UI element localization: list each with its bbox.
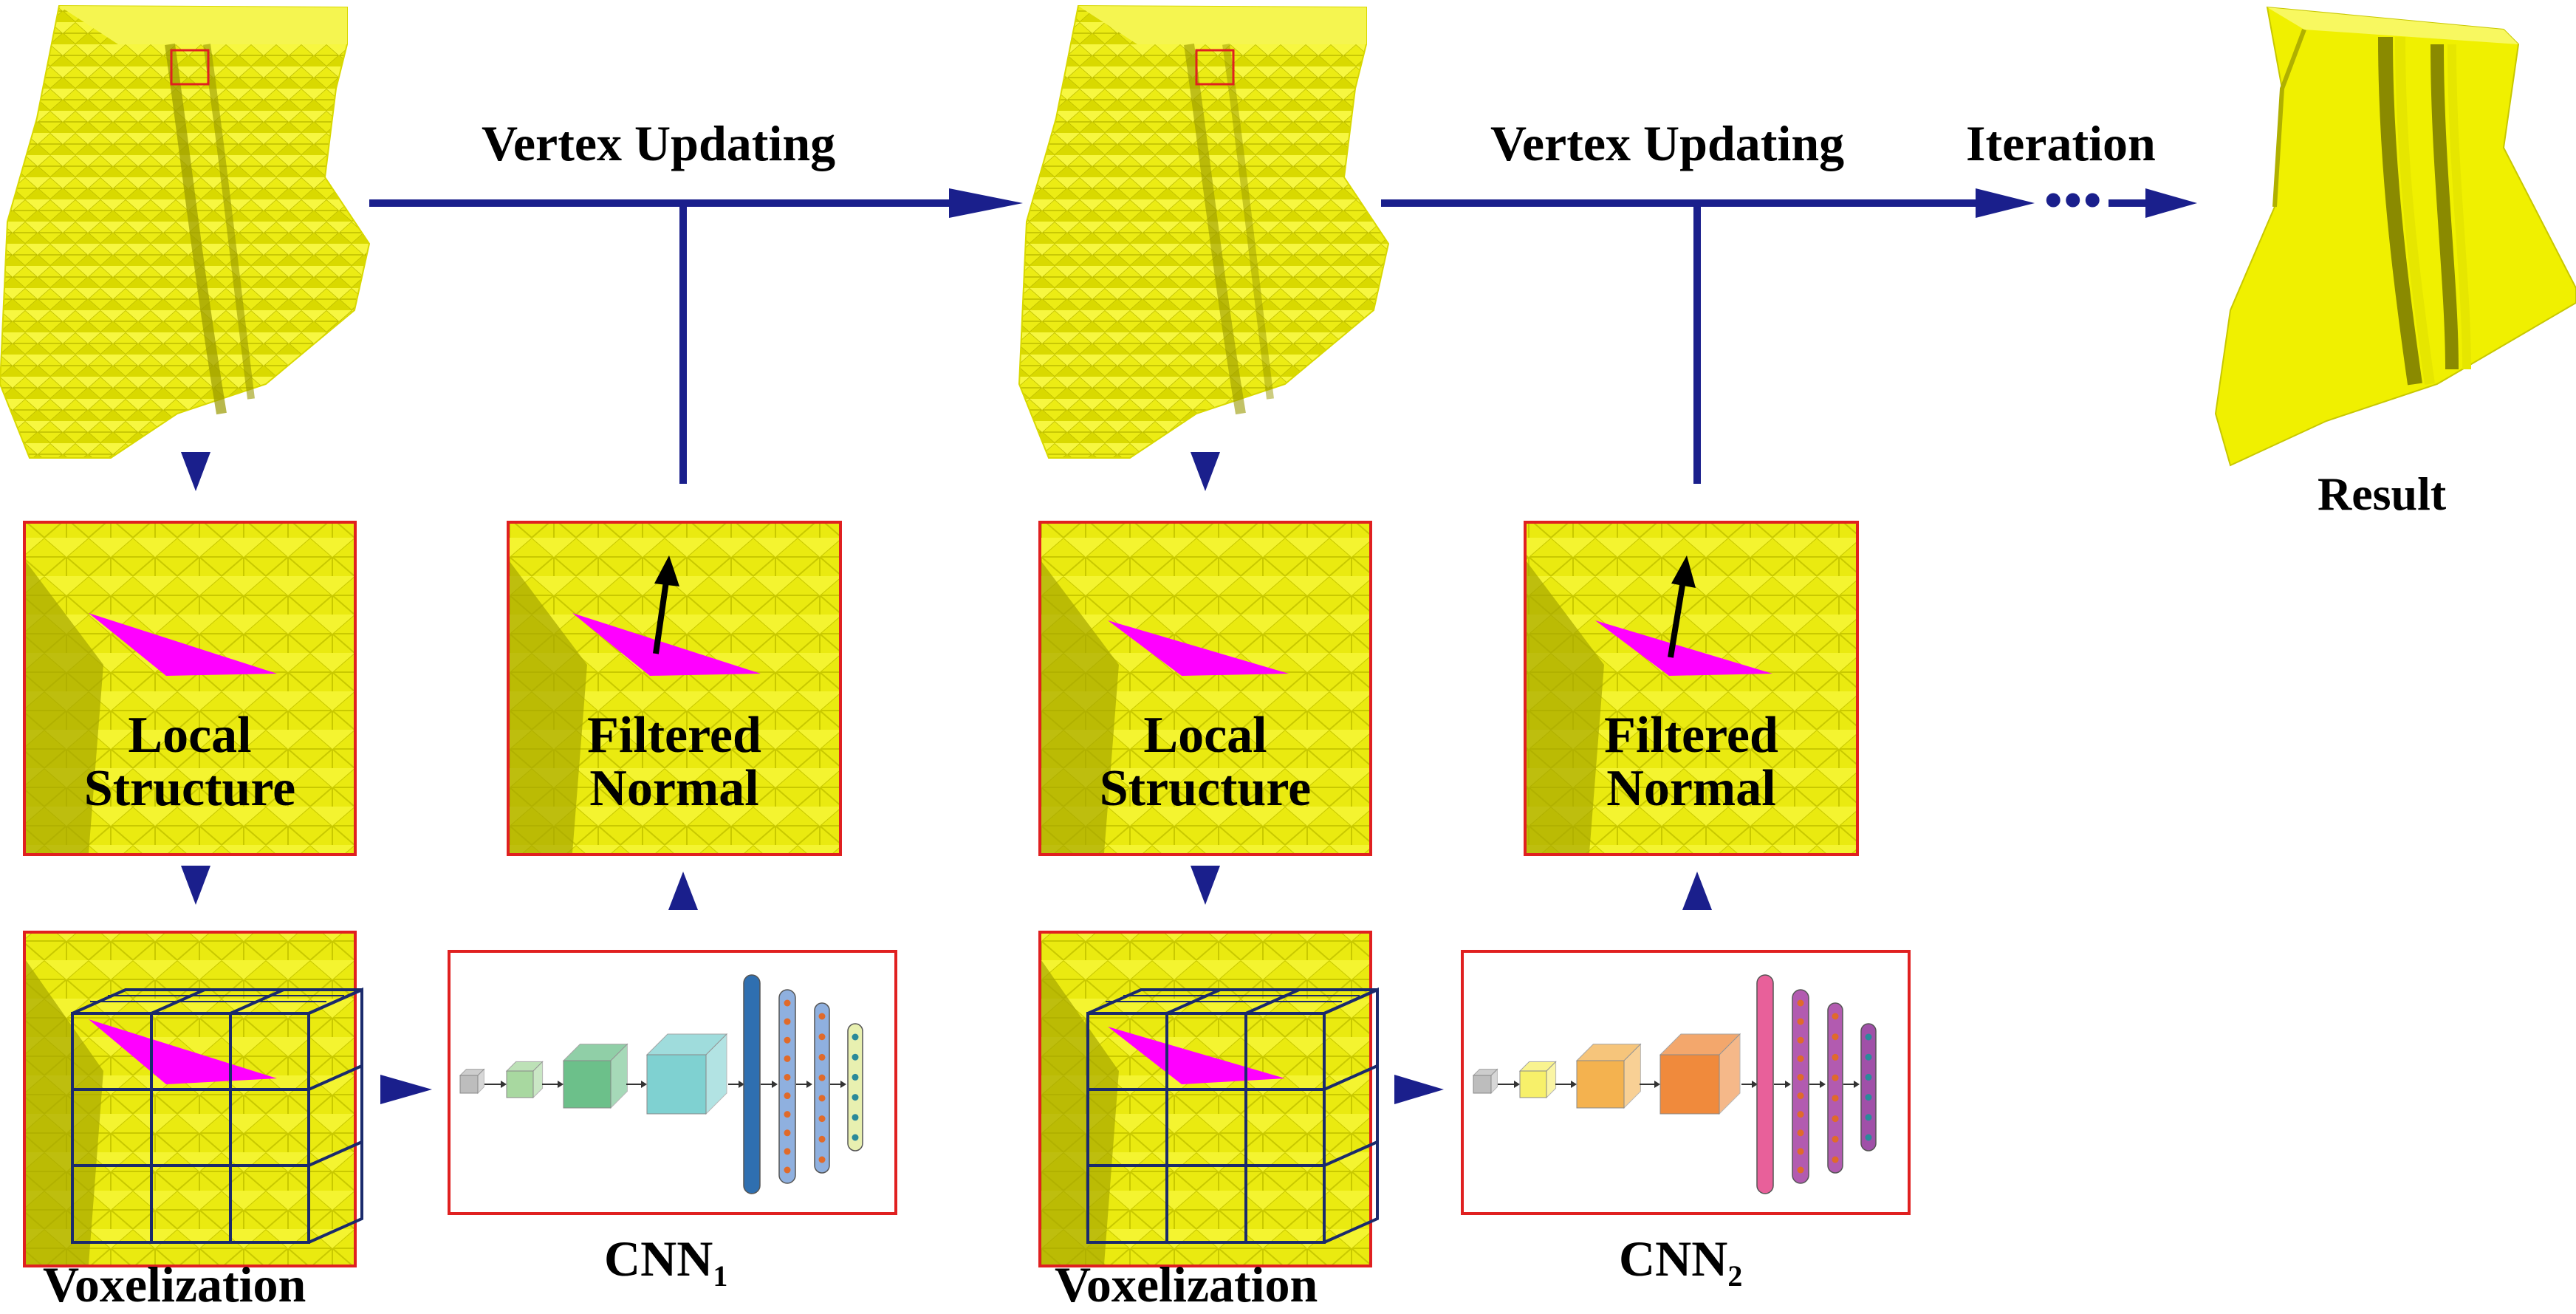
local-face-1 <box>89 613 277 676</box>
cnn-panel-2 <box>1461 950 1911 1215</box>
right-arrow-1 <box>380 1075 432 1104</box>
cnn-2-network <box>1472 974 1877 1194</box>
filtered-face-2 <box>1595 620 1772 676</box>
down-arrow-3 <box>1191 452 1220 491</box>
cnn-1-fc-3 <box>814 1002 830 1174</box>
cnn-2-conv-1 <box>1518 1061 1557 1099</box>
voxel-grid-1 <box>71 987 363 1244</box>
iteration-ellipsis: ••• <box>2044 172 2103 229</box>
cnn-2-fc-2 <box>1792 989 1809 1184</box>
voxelization-label-1: Voxelization <box>43 1256 306 1313</box>
voxelization-label-2: Voxelization <box>1055 1256 1318 1313</box>
filtered-face-1 <box>572 613 761 676</box>
cnn-panel-1 <box>448 950 897 1215</box>
down-arrow-1 <box>181 452 210 491</box>
local-structure-panel-2 <box>1038 521 1372 856</box>
cnn-1-conv-1 <box>505 1061 544 1099</box>
cnn-2-fc-3 <box>1827 1002 1843 1174</box>
cnn-label-2: CNN2 <box>1619 1231 1743 1293</box>
voxelization-panel-1 <box>23 931 363 1267</box>
up-arrow-1 <box>668 872 698 910</box>
normal-arrow-2 <box>1668 575 1687 658</box>
local-face-2 <box>1108 620 1289 676</box>
noisy-mesh-1 <box>0 4 371 459</box>
vertex-updating-label-2: Vertex Updating <box>1490 115 1845 171</box>
cnn-2-fc-1 <box>1756 974 1774 1194</box>
result-mesh <box>2214 6 2576 467</box>
down-arrow-2 <box>181 866 210 905</box>
vertex-update-arrow-1 <box>369 188 1023 484</box>
iteration-arrow <box>2109 188 2197 218</box>
cnn-1-conv-2 <box>562 1043 628 1109</box>
iteration-label: Iteration <box>1966 115 2156 171</box>
right-arrow-2 <box>1394 1075 1444 1104</box>
cnn-1-network <box>459 974 863 1194</box>
cnn-label-1: CNN1 <box>604 1231 728 1293</box>
up-arrow-2 <box>1682 872 1712 910</box>
cnn-2-input-cube <box>1472 1068 1498 1095</box>
voxel-grid-2 <box>1086 987 1379 1244</box>
filtered-normal-panel-2 <box>1524 521 1859 856</box>
local-structure-panel-1 <box>23 521 357 856</box>
cnn-1-input-cube <box>459 1068 485 1095</box>
cnn-2-output <box>1860 1023 1877 1152</box>
voxelization-panel-2 <box>1038 931 1379 1267</box>
vertex-update-arrow-2 <box>1381 188 2035 484</box>
cnn-2-conv-3 <box>1659 1033 1741 1115</box>
zoom-box-1 <box>170 49 210 86</box>
cnn-1-fc-2 <box>778 989 796 1184</box>
vertex-updating-label-1: Vertex Updating <box>482 115 836 171</box>
cnn-1-conv-3 <box>645 1033 728 1115</box>
result-label: Result <box>2318 468 2447 520</box>
cnn-2-conv-2 <box>1575 1043 1642 1109</box>
cnn-1-fc-1 <box>743 974 761 1194</box>
filtered-normal-panel-1 <box>507 521 842 856</box>
down-arrow-4 <box>1191 866 1220 905</box>
noisy-mesh-2 <box>1018 4 1390 459</box>
zoom-box-2 <box>1195 49 1235 86</box>
cnn-1-output <box>847 1023 863 1152</box>
normal-arrow-1 <box>653 575 670 654</box>
